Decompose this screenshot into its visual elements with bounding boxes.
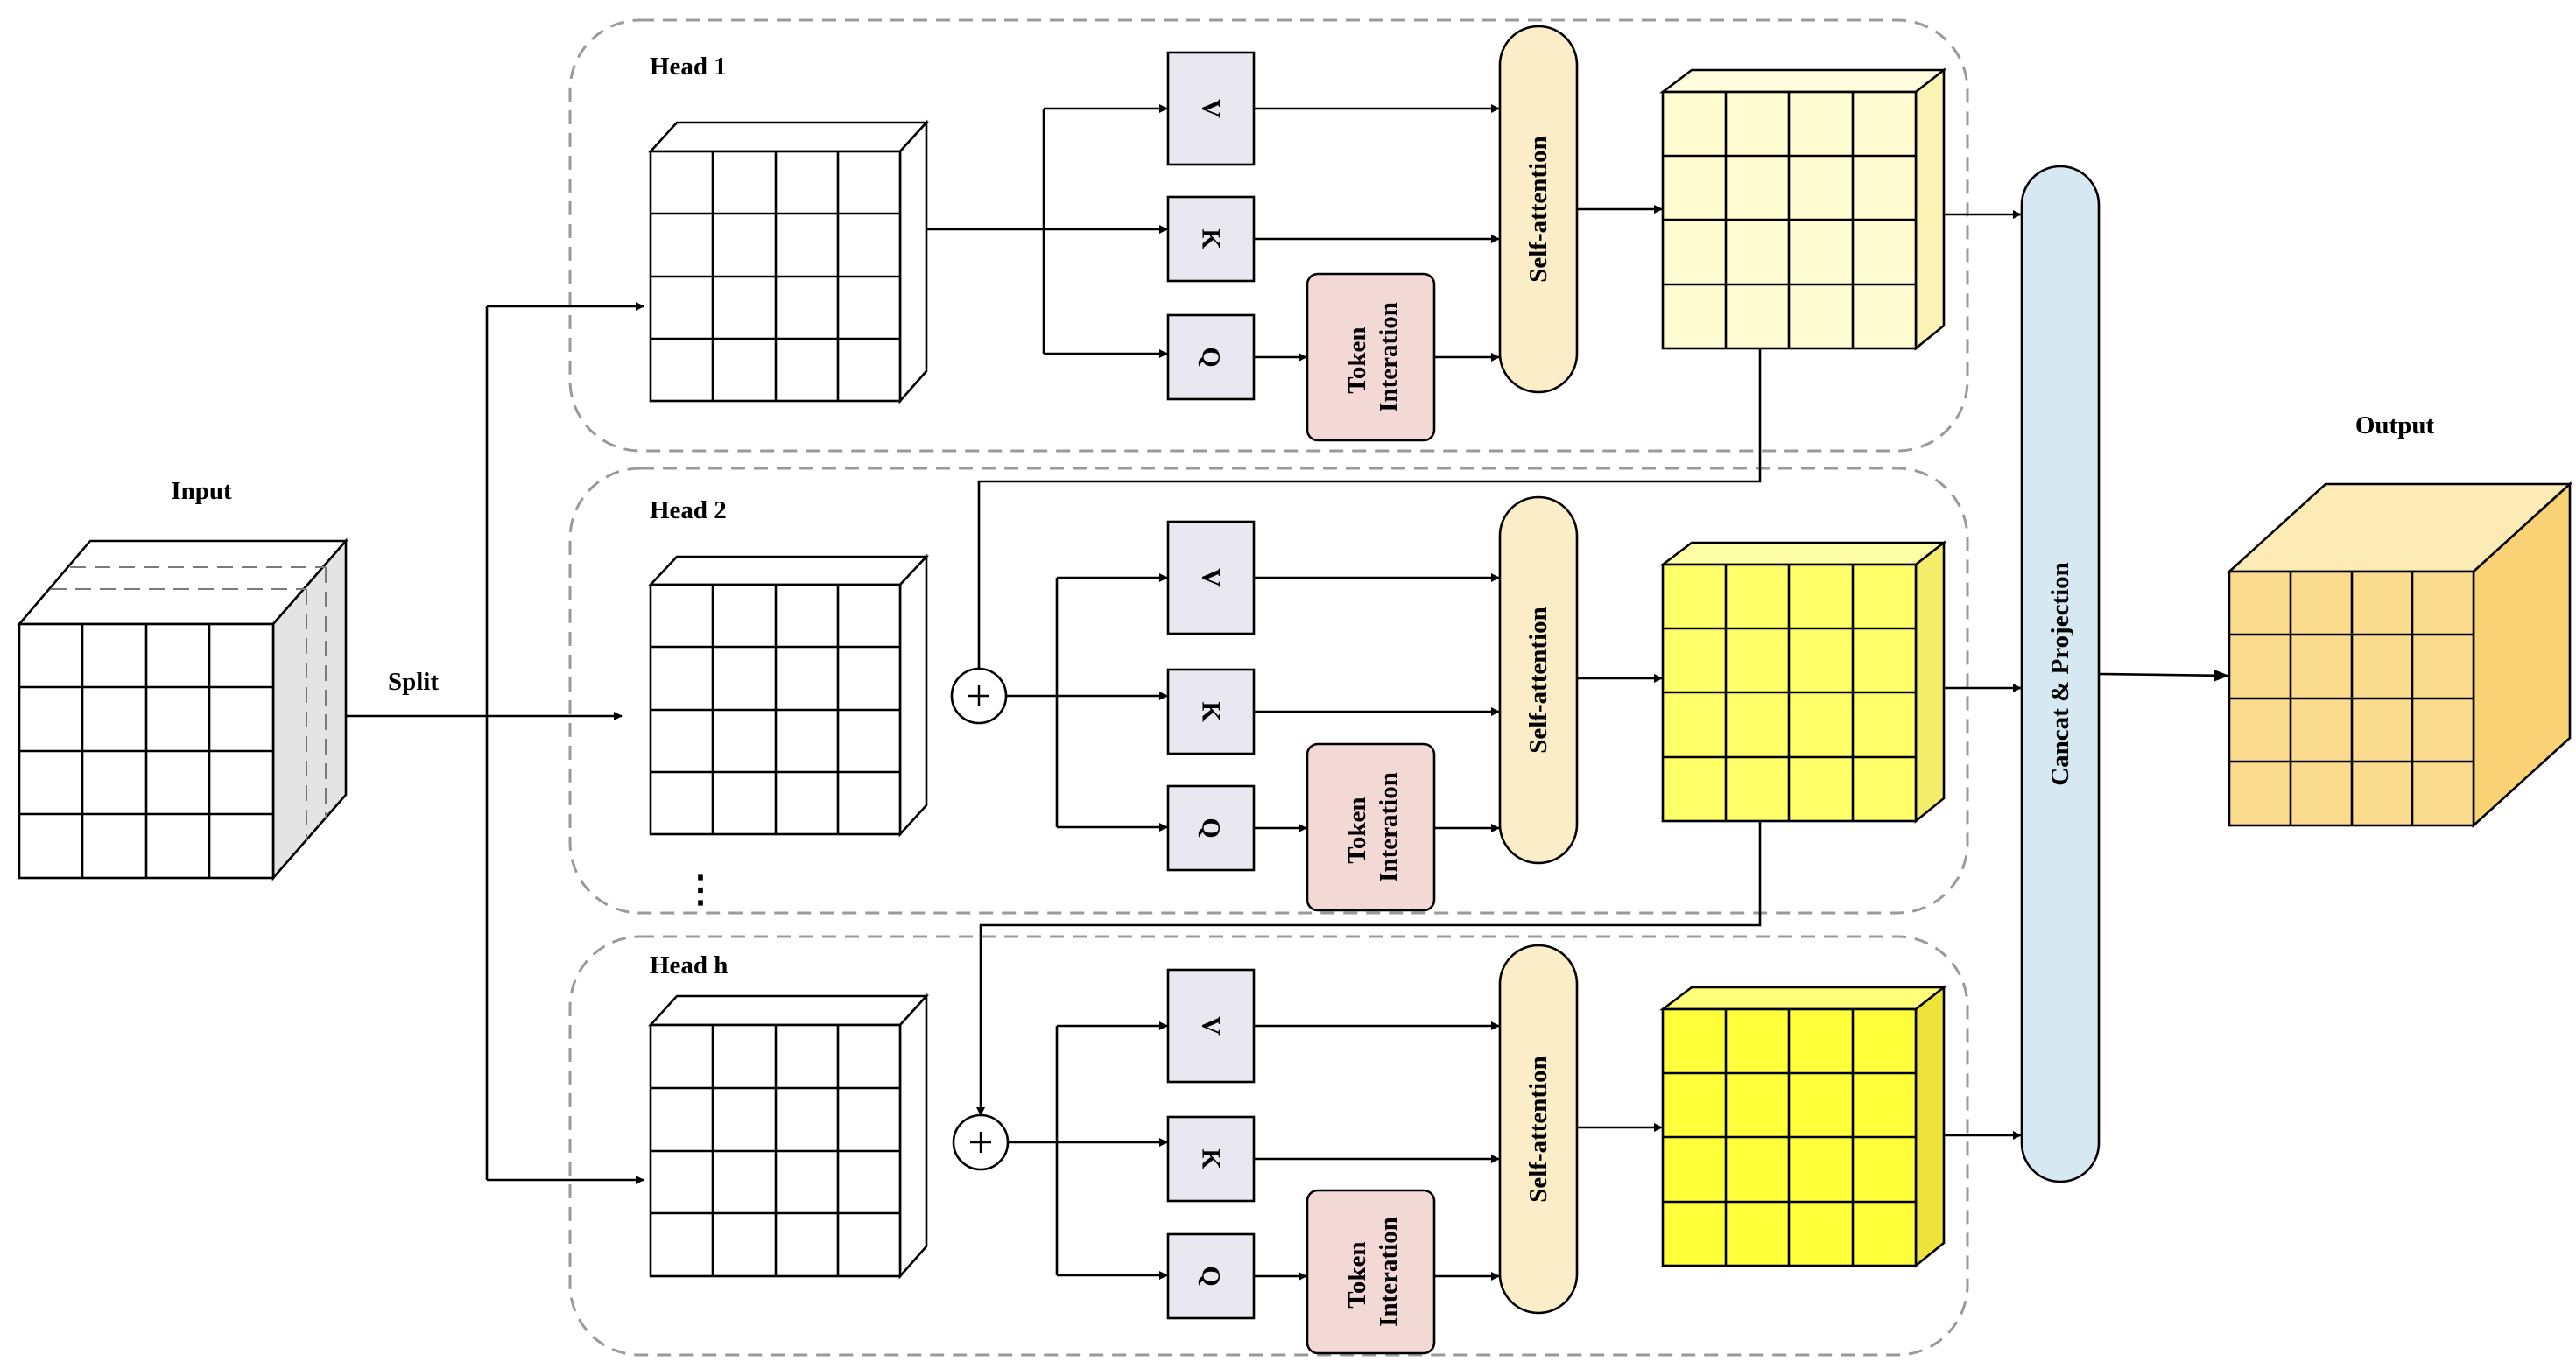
head-1-v-box: V — [1166, 51, 1256, 166]
head-1-output-grid — [1659, 67, 1947, 351]
svg-text:Q: Q — [1197, 347, 1226, 367]
head-1-self-attention: Self-attention — [1498, 25, 1579, 394]
head-1-title: Head 1 — [650, 53, 727, 81]
output-label: Output — [2355, 411, 2435, 439]
svg-text:Q: Q — [1197, 818, 1226, 838]
head-h-input-grid — [648, 993, 929, 1280]
head-2-add-node — [950, 667, 1008, 725]
head-2-title: Head 2 — [650, 496, 727, 524]
head-2: Head 2 ⋮ V K Q — [647, 495, 2022, 912]
head-2-to-head-h-connector — [976, 821, 1762, 1116]
input-cube — [17, 537, 348, 881]
svg-text:Self-attention: Self-attention — [1524, 607, 1552, 754]
head-2-v-box: V — [1166, 520, 1256, 635]
head-h-k-box: K — [1166, 1115, 1256, 1203]
svg-text:Self-attention: Self-attention — [1524, 136, 1552, 283]
head-1-k-box: K — [1166, 195, 1256, 283]
svg-text:Q: Q — [1197, 1266, 1226, 1286]
head-2-q-box: Q — [1166, 784, 1256, 872]
svg-text:Cancat & Projection: Cancat & Projection — [2046, 562, 2074, 786]
head-2-k-box: K — [1166, 668, 1256, 755]
svg-text:Token Interation: Token Interation — [1343, 1217, 1403, 1327]
head-2-self-attention: Self-attention — [1498, 495, 1579, 865]
head-h: Head h V K Q — [648, 944, 2022, 1355]
head-2-output-grid — [1659, 540, 1947, 824]
head-h-output-grid — [1659, 985, 1947, 1268]
head-1-input-grid — [648, 119, 929, 404]
svg-text:K: K — [1197, 228, 1226, 249]
head-h-v-box: V — [1166, 968, 1256, 1084]
svg-text:V: V — [1197, 1016, 1226, 1036]
split-label: Split — [388, 668, 439, 696]
svg-text:V: V — [1197, 568, 1226, 587]
head-2-input-grid — [647, 553, 930, 838]
head-2-panel — [568, 467, 1969, 915]
head-1-to-head-2-connector — [975, 348, 1762, 679]
head-h-q-box: Q — [1166, 1232, 1256, 1320]
concat-projection-block: Cancat & Projection — [2020, 165, 2101, 1183]
head-h-token-interaction: Token Interation — [1306, 1189, 1436, 1355]
svg-text:Token Interation: Token Interation — [1343, 772, 1403, 882]
input-label: Input — [171, 477, 232, 505]
svg-text:K: K — [1197, 701, 1226, 722]
heads-ellipsis: ⋮ — [682, 870, 719, 910]
head-1-panel — [568, 18, 1969, 453]
head-1-token-interaction: Token Interation — [1306, 272, 1436, 442]
split-connectors — [346, 302, 644, 1184]
head-1-q-box: Q — [1166, 313, 1256, 401]
head-h-title: Head h — [650, 951, 728, 979]
output-cube — [2226, 481, 2573, 828]
head-h-panel — [568, 935, 1969, 1357]
svg-text:Self-attention: Self-attention — [1524, 1056, 1552, 1203]
head-1: Head 1 V K Q — [648, 25, 2022, 442]
head-h-self-attention: Self-attention — [1498, 944, 1579, 1315]
head-h-add-node — [952, 1113, 1010, 1171]
svg-text:Token Interation: Token Interation — [1343, 302, 1403, 412]
concat-to-output-arrow — [2098, 669, 2229, 682]
svg-text:V: V — [1197, 99, 1226, 118]
svg-text:K: K — [1197, 1148, 1226, 1169]
head-2-token-interaction: Token Interation — [1306, 742, 1436, 912]
